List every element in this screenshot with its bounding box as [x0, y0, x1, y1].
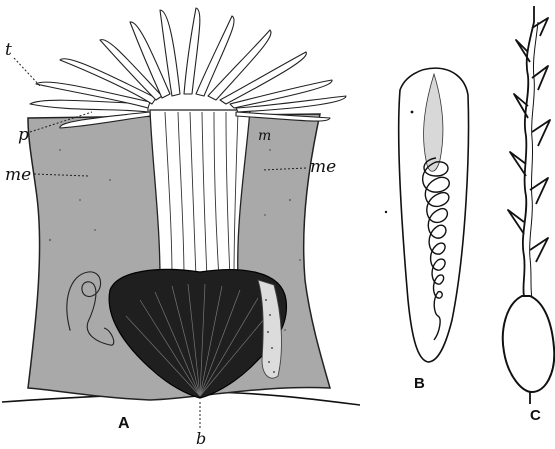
- panel-c-illustration: [503, 6, 554, 404]
- annotation-t: t: [5, 40, 12, 60]
- hydrotheca: [530, 178, 548, 204]
- panel-b-illustration: B: [385, 68, 469, 392]
- annotation-m: m: [258, 128, 271, 144]
- hydrotheca: [508, 210, 524, 234]
- gonotheca: [503, 296, 554, 392]
- capsule-dot: [411, 111, 414, 114]
- annotation-b: b: [196, 429, 206, 448]
- hydrotheca: [532, 120, 550, 146]
- annotation-me-left: me: [5, 165, 31, 185]
- panel-label-a: A: [118, 415, 130, 432]
- capsule-dot: [385, 211, 387, 213]
- hydroid-stem-inner: [530, 22, 538, 298]
- panel-a-illustration: t p me me m b A: [2, 8, 360, 448]
- panel-label-b: B: [414, 375, 425, 392]
- hydrotheca: [530, 238, 548, 262]
- leader-t: [14, 58, 40, 86]
- annotation-me-right: me: [310, 157, 336, 177]
- hydrotheca: [516, 40, 530, 62]
- annotation-p: p: [18, 125, 29, 145]
- panel-label-c: C: [530, 407, 541, 424]
- hydrotheca: [510, 152, 526, 176]
